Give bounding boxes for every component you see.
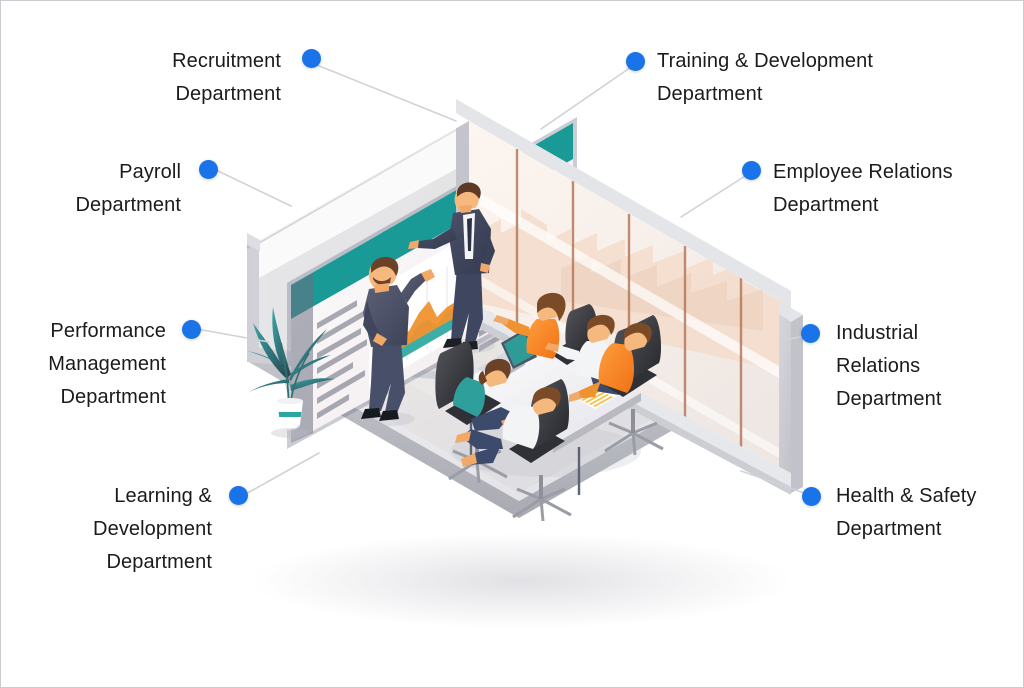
callout-label-learning[interactable]: Learning & Development Department bbox=[93, 485, 212, 573]
callout-label-industrial[interactable]: Industrial Relations Department bbox=[836, 322, 942, 410]
connector-performance bbox=[196, 328, 270, 343]
connector-recruitment bbox=[311, 62, 457, 122]
dot-performance[interactable] bbox=[182, 320, 201, 339]
dot-recruitment[interactable] bbox=[302, 49, 321, 68]
callout-label-performance[interactable]: Performance Management Department bbox=[48, 320, 166, 408]
callout-label-recruitment[interactable]: Recruitment Department bbox=[172, 50, 281, 105]
person-orange-woman bbox=[493, 292, 566, 359]
dot-training[interactable] bbox=[626, 52, 645, 71]
dot-payroll[interactable] bbox=[199, 160, 218, 179]
dot-employee[interactable] bbox=[742, 161, 761, 180]
connector-payroll bbox=[215, 169, 292, 207]
person-pointing bbox=[361, 256, 435, 426]
person-white-front bbox=[455, 386, 561, 467]
callout-label-training[interactable]: Training & Development Department bbox=[657, 50, 874, 105]
chair-base bbox=[604, 421, 664, 456]
callout-label-payroll[interactable]: Payroll Department bbox=[75, 161, 181, 216]
callout-label-employee[interactable]: Employee Relations Department bbox=[773, 161, 953, 216]
connector-training bbox=[540, 62, 638, 130]
floor-shadow bbox=[251, 533, 791, 629]
screen-text-lines-left bbox=[317, 300, 367, 419]
person-teal bbox=[453, 358, 521, 431]
callout-label-health[interactable]: Health & Safety Department bbox=[836, 485, 977, 540]
dot-health[interactable] bbox=[802, 487, 821, 506]
room-top-edges bbox=[247, 113, 469, 251]
dot-industrial[interactable] bbox=[801, 324, 820, 343]
connector-learning bbox=[243, 452, 320, 496]
person-white-back bbox=[545, 314, 619, 395]
dot-learning[interactable] bbox=[229, 486, 248, 505]
connector-health bbox=[740, 470, 814, 497]
connector-employee bbox=[680, 170, 754, 218]
person-orange-man bbox=[569, 322, 652, 402]
chair-base bbox=[512, 487, 572, 522]
potted-plant bbox=[247, 307, 335, 438]
